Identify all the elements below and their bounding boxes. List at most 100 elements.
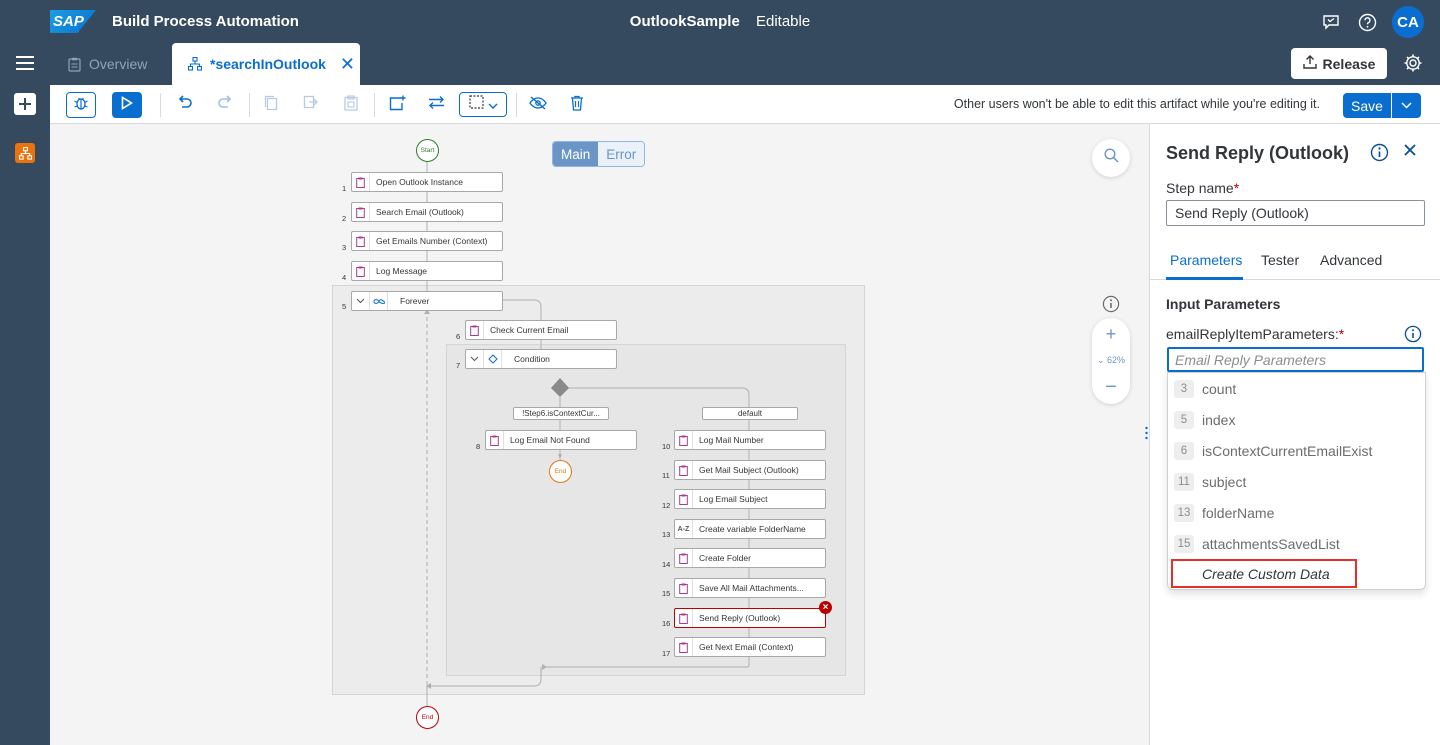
activity-icon (352, 262, 370, 280)
delete-button[interactable] (563, 92, 591, 118)
dropdown-option-is-context-current-email-exist[interactable]: 6 isContextCurrentEmailExist (1168, 436, 1427, 466)
step-log-email-not-found[interactable]: Log Email Not Found (485, 430, 637, 450)
hide-button[interactable] (524, 92, 552, 118)
step-label: Check Current Email (490, 325, 569, 335)
paste-icon (344, 94, 358, 116)
view-main-tab[interactable]: Main (553, 142, 599, 166)
tab-advanced[interactable]: Advanced (1320, 252, 1383, 268)
swap-button[interactable] (422, 92, 450, 118)
option-label: index (1202, 412, 1236, 428)
dropdown-option-count[interactable]: 3 count (1168, 374, 1427, 404)
dropdown-option-subject[interactable]: 11 subject (1168, 467, 1427, 497)
step-forever-loop[interactable]: Forever (351, 291, 503, 311)
step-create-variable-foldername[interactable]: A-Z Create variable FolderName (674, 519, 826, 539)
tab-search-in-outlook-label: *searchInOutlook (210, 56, 326, 72)
canvas-info-icon[interactable] (1102, 295, 1120, 318)
dropdown-option-index[interactable]: 5 index (1168, 405, 1427, 435)
activity-icon (352, 203, 370, 221)
end-node[interactable]: End (416, 706, 439, 729)
step-name-label-text: Step name (1166, 180, 1234, 196)
help-icon[interactable] (1356, 11, 1378, 33)
create-custom-data-option[interactable]: Create Custom Data (1171, 559, 1357, 588)
redo-button[interactable] (211, 92, 239, 118)
view-error-tab[interactable]: Error (598, 142, 645, 166)
save-button-label[interactable]: Save (1351, 97, 1383, 114)
branch-label-condition[interactable]: !Step6.isContextCur... (513, 407, 609, 420)
debug-button[interactable] (66, 92, 96, 118)
tab-parameters[interactable]: Parameters (1170, 252, 1243, 268)
chevron-down-icon[interactable] (466, 350, 484, 368)
chevron-down-icon[interactable] (352, 292, 370, 310)
email-reply-parameters-input[interactable]: Email Reply Parameters (1167, 347, 1424, 372)
step-save-all-mail-attachments[interactable]: Save All Mail Attachments... (674, 578, 826, 598)
zoom-level-dropdown[interactable]: ⌄ 62% (1096, 355, 1126, 365)
close-tab-icon[interactable]: ✕ (339, 53, 356, 74)
copy-button[interactable] (257, 92, 285, 118)
zoom-in-icon[interactable]: + (1105, 324, 1117, 344)
run-button[interactable] (112, 92, 142, 118)
step-send-reply-selected[interactable]: Send Reply (Outlook) (674, 608, 826, 628)
tab-search-in-outlook[interactable]: *searchInOutlook ✕ (172, 43, 360, 85)
option-label: folderName (1202, 505, 1275, 521)
product-title: Build Process Automation (112, 13, 299, 30)
step-get-emails-number[interactable]: Get Emails Number (Context) (351, 231, 503, 251)
toolbar-separator (160, 93, 161, 117)
shell-actions: CA (1320, 6, 1424, 38)
step-check-current-email[interactable]: Check Current Email (465, 320, 617, 340)
tab-overview[interactable]: Overview (52, 43, 163, 85)
sap-logo[interactable]: SAP (50, 10, 96, 33)
step-name-input[interactable]: Send Reply (Outlook) (1166, 200, 1425, 226)
search-canvas-button[interactable] (1092, 139, 1130, 177)
step-search-email[interactable]: Search Email (Outlook) (351, 202, 503, 222)
param-info-icon[interactable] (1404, 325, 1422, 348)
release-button-label: Release (1322, 55, 1376, 72)
view-switch[interactable]: Main Error (552, 141, 646, 167)
panel-title: Send Reply (Outlook) (1166, 143, 1350, 163)
cut-button[interactable] (297, 92, 325, 118)
user-avatar[interactable]: CA (1392, 6, 1424, 38)
workflow-canvas[interactable]: Main Error Start 1 Open Outlook Instance… (50, 124, 1149, 745)
zoom-level: 62% (1107, 355, 1126, 365)
dropdown-option-attachments-saved-list[interactable]: 15 attachmentsSavedList (1168, 529, 1427, 559)
step-number-badge: 6 (1174, 442, 1194, 460)
step-open-outlook-instance[interactable]: Open Outlook Instance (351, 172, 503, 192)
project-tree-icon[interactable] (15, 143, 35, 163)
condition-end-node[interactable]: End (549, 460, 572, 483)
step-condition[interactable]: Condition (465, 349, 617, 369)
settings-gear-icon[interactable] (1403, 53, 1423, 78)
option-label: subject (1202, 474, 1247, 490)
option-label: isContextCurrentEmailExist (1202, 443, 1373, 459)
step-create-folder[interactable]: Create Folder (674, 548, 826, 568)
step-get-mail-subject[interactable]: Get Mail Subject (Outlook) (674, 460, 826, 480)
step-get-next-email[interactable]: Get Next Email (Context) (674, 637, 826, 657)
release-button[interactable]: Release (1291, 48, 1387, 79)
activity-icon (352, 232, 370, 250)
step-log-message[interactable]: Log Message (351, 261, 503, 281)
selection-tool-dropdown[interactable] (459, 92, 507, 117)
hamburger-menu-icon[interactable] (16, 56, 34, 75)
add-icon[interactable] (14, 93, 36, 115)
chevron-down-icon (488, 96, 498, 114)
step-log-email-subject[interactable]: Log Email Subject (674, 489, 826, 509)
paste-button[interactable] (337, 92, 365, 118)
step-number: 14 (662, 560, 671, 569)
panel-resize-handle-icon[interactable] (1145, 426, 1148, 440)
eye-slash-icon (529, 95, 547, 115)
save-options-chevron-icon[interactable] (1391, 93, 1421, 118)
dropdown-option-folder-name[interactable]: 13 folderName (1168, 498, 1427, 528)
step-number: 11 (662, 471, 670, 480)
feedback-icon[interactable] (1320, 11, 1342, 33)
close-panel-icon[interactable] (1403, 143, 1417, 162)
add-group-button[interactable] (383, 92, 411, 118)
tab-tester[interactable]: Tester (1261, 252, 1300, 268)
zoom-out-icon[interactable]: − (1105, 376, 1117, 398)
info-icon[interactable] (1370, 143, 1389, 167)
start-node[interactable]: Start (416, 139, 439, 162)
step-label: Forever (400, 296, 430, 306)
undo-button[interactable] (171, 92, 199, 118)
panel-tabs: Parameters Tester Advanced (1150, 246, 1440, 280)
branch-label-default[interactable]: default (702, 407, 798, 420)
step-log-mail-number[interactable]: Log Mail Number (674, 430, 826, 450)
save-split-button[interactable]: Save (1343, 93, 1421, 118)
error-icon[interactable]: × (819, 601, 832, 614)
